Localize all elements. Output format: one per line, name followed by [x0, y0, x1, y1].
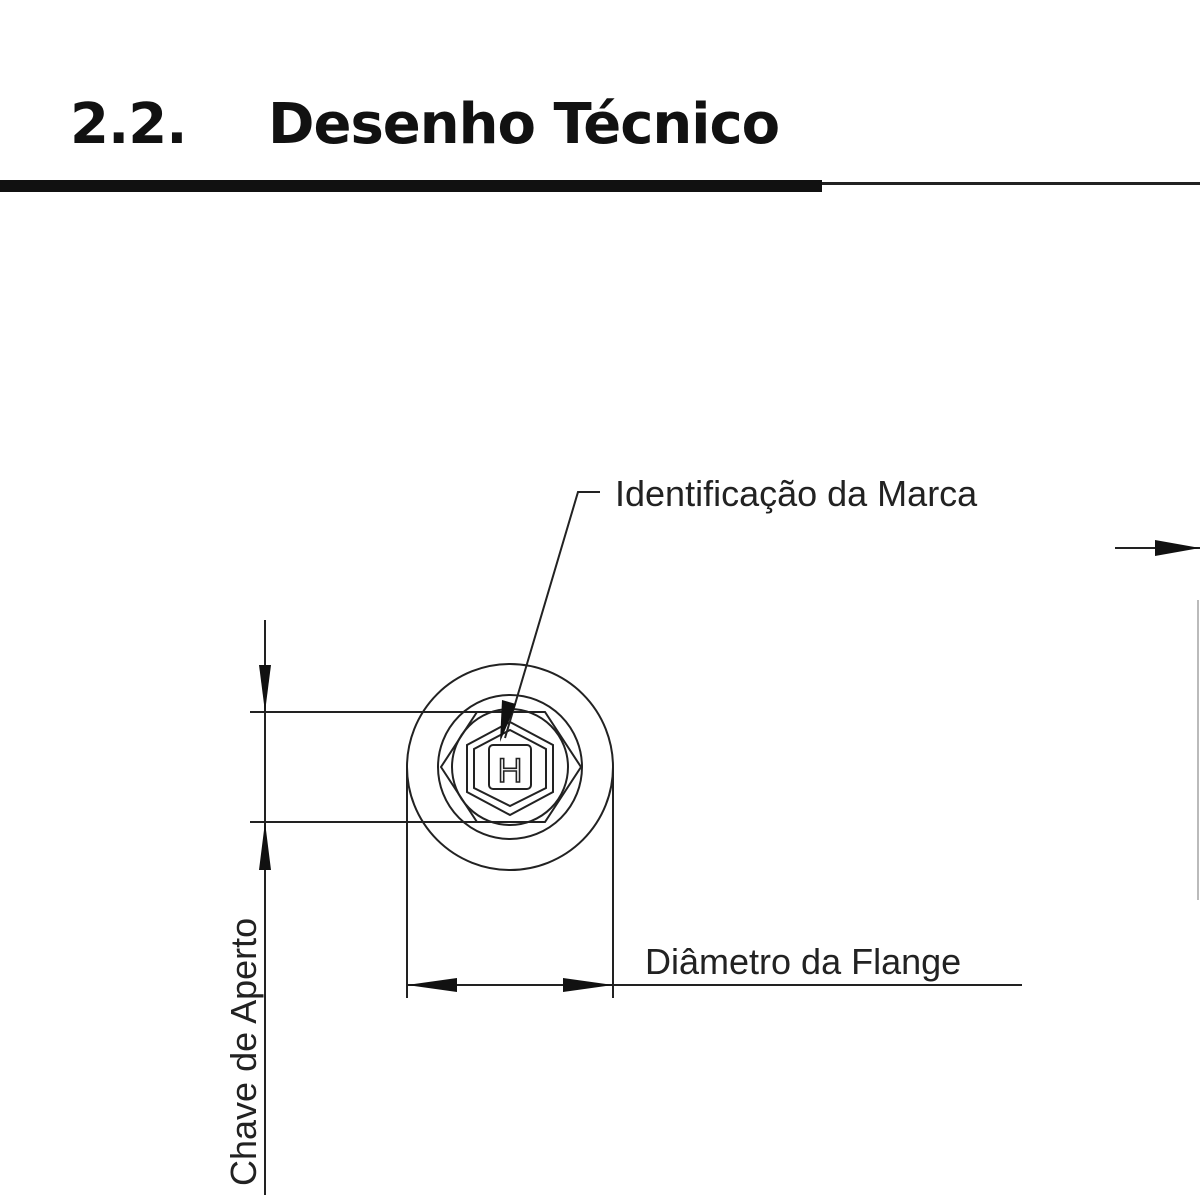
hex-outer: [439, 711, 583, 823]
section-number: 2.2.: [70, 92, 187, 157]
leader-arrow-icon: [500, 700, 516, 742]
right-arrow-icon: [1155, 540, 1200, 556]
arrow-up-icon: [259, 822, 271, 870]
brand-mark-text: H: [498, 752, 523, 790]
heading-rule-thick: [0, 180, 822, 192]
section-title: Desenho Técnico: [268, 92, 780, 157]
arrow-down-icon: [259, 665, 271, 712]
brand-leader-line: [504, 491, 600, 739]
wrench-label: Chave de Aperto: [223, 918, 264, 1186]
hex-inner: [466, 720, 554, 817]
heading-rule-thin: [822, 182, 1200, 185]
arrow-right-icon: [563, 978, 613, 992]
brand-mark-frame: [488, 744, 532, 790]
hex-inner-2: [473, 728, 547, 808]
arrow-left-icon: [407, 978, 457, 992]
brand-label: Identificação da Marca: [615, 473, 978, 514]
flange-label: Diâmetro da Flange: [645, 941, 961, 982]
